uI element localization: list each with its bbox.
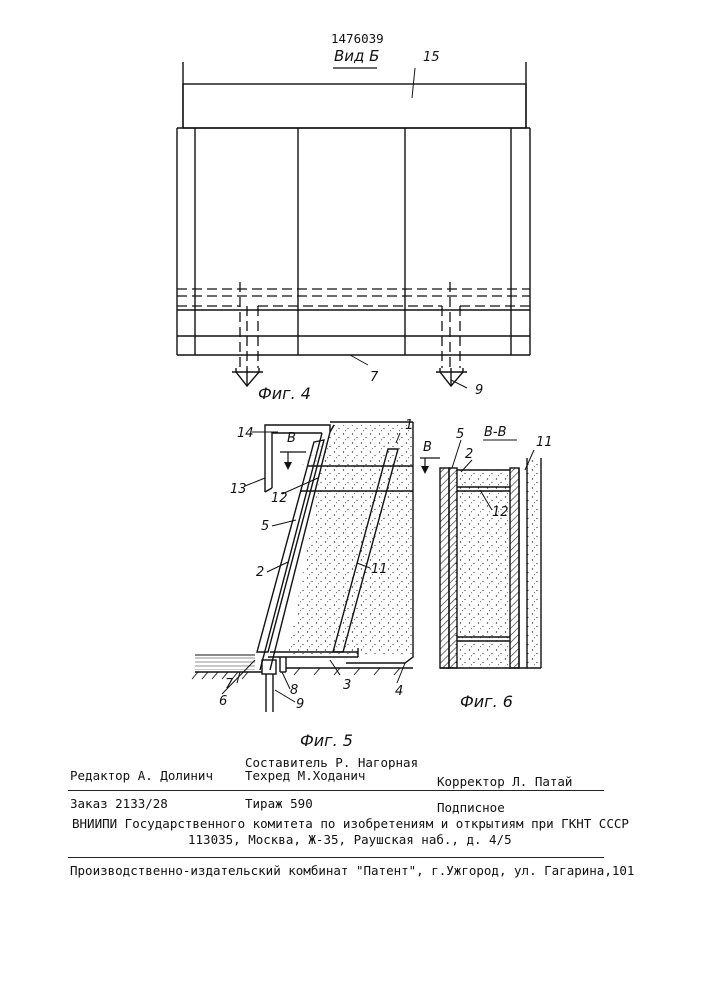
corrector: Корректор Л. Патай [437,776,572,789]
fig4-label-7: 7 [370,371,378,384]
fig6-section-mark: В [423,441,432,454]
subscription: Подписное [437,802,505,815]
pile-right [436,368,467,386]
circulation: Тираж 590 [245,798,313,811]
fig5-label-1: 1 [405,419,413,432]
fig5-label-13: 13 [230,483,247,496]
fig4-label-9: 9 [475,384,483,397]
beam-15 [183,84,526,128]
institute-line-2: 113035, Москва, Ж-35, Раушская наб., д. … [188,834,512,847]
fig4-caption: Фиг. 4 [258,386,311,402]
fig5-label-5: 5 [261,520,269,533]
fig6-label-2: 2 [465,448,473,461]
fig5-label-6: 6 [219,695,227,708]
fig5-label-3: 3 [343,679,351,692]
fig5-section-mark: В [287,432,296,445]
fig5-label-8: 8 [290,684,298,697]
fig6-label-12: 12 [492,506,509,519]
figure-6 [420,440,541,668]
techred: Техред М.Ходанич [245,770,365,783]
fig5-label-11: 11 [371,563,388,576]
order-number: Заказ 2133/28 [70,798,168,811]
fig4-label-15: 15 [423,51,440,64]
patent-number: 1476039 [331,33,384,46]
institute-line-1: ВНИИПИ Государственного комитета по изоб… [72,818,629,831]
editor: Редактор А. Долинич [70,770,213,783]
figure-4 [177,62,530,388]
fig5-label-7: 7 [225,678,233,691]
fig5-label-12: 12 [271,492,288,505]
fig5-label-9: 9 [296,698,304,711]
view-b-label: Вид Б [334,49,379,64]
publisher: Производственно-издательский комбинат "П… [70,865,634,878]
footer-rule-1 [68,790,604,791]
fig6-section-title: В-В [484,426,507,439]
fig5-caption: Фиг. 5 [300,733,353,749]
fig5-label-2: 2 [256,566,264,579]
fig5-label-4: 4 [395,685,403,698]
fig5-label-14: 14 [237,427,254,440]
fig6-label-11: 11 [536,436,553,449]
fig6-caption: Фиг. 6 [460,694,513,710]
fig6-label-5: 5 [456,428,464,441]
footer-rule-2 [68,857,604,858]
